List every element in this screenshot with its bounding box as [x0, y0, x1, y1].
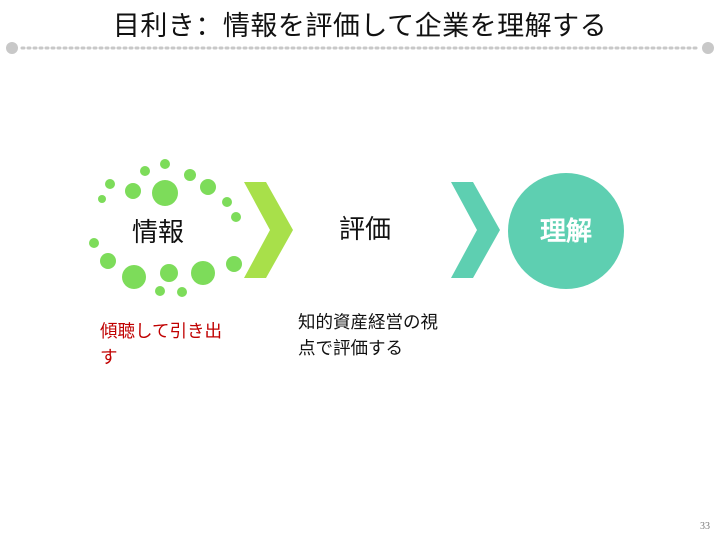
info-note: 傾聴して引き出す — [100, 322, 222, 368]
dot — [222, 197, 232, 207]
dot — [184, 169, 196, 181]
dot — [191, 261, 215, 285]
dot — [100, 253, 116, 269]
dot — [140, 166, 150, 176]
dot — [105, 179, 115, 189]
stage-evaluate-label: 評価 — [339, 215, 392, 245]
slide-title: 目利き：情報を評価して企業を理解する — [112, 11, 608, 42]
dot — [89, 238, 99, 248]
chevron-right-icon — [451, 182, 500, 278]
evaluate-note: 知的資産経営の視点で評価する — [298, 313, 438, 359]
dot — [177, 287, 187, 297]
dot — [226, 256, 242, 272]
dot — [152, 180, 178, 206]
understand-circle — [508, 173, 624, 289]
stage-info-label: 情報 — [132, 218, 185, 248]
dot — [160, 159, 170, 169]
dot — [125, 183, 141, 199]
title-divider — [6, 42, 714, 54]
dot — [160, 264, 178, 282]
dot — [155, 286, 165, 296]
stage-understand-label: 理解 — [539, 217, 592, 247]
dot — [122, 265, 146, 289]
dot — [231, 212, 241, 222]
dot — [200, 179, 216, 195]
info-dots-cluster — [89, 159, 242, 297]
dot — [98, 195, 106, 203]
chevron-right-icon — [244, 182, 293, 278]
page-number: 33 — [700, 521, 710, 532]
